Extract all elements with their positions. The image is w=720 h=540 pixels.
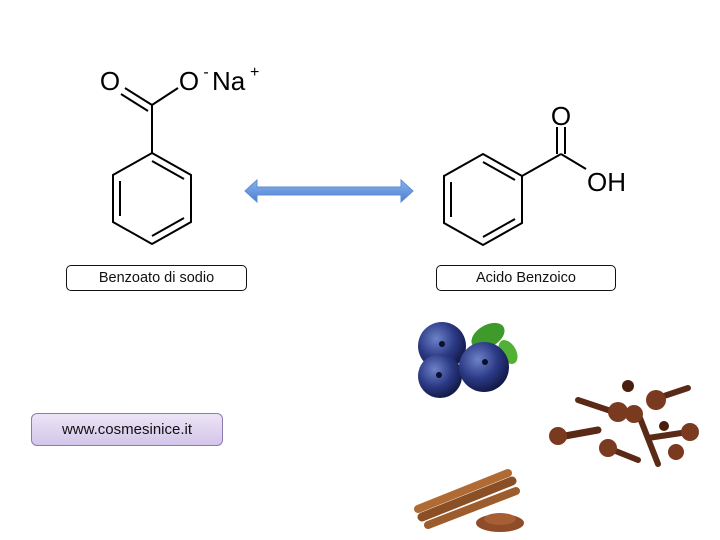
hydroxyl-label: OH [587,167,626,197]
sodium-benzoate-bonds [112,87,192,246]
cinnamon-stick-icon [414,469,512,513]
clove-icon [575,397,617,415]
benzoic-acid-caption-text: Acido Benzoico [476,270,576,286]
website-link-button[interactable]: www.cosmesinice.it [31,413,223,446]
ring-double-bond [151,160,185,180]
website-link-text[interactable]: www.cosmesinice.it [61,421,193,438]
sodium-benzoate-caption: Benzoato di sodio [66,265,247,291]
oxygen-label: O [551,101,571,131]
carbon-hydroxyl-bond [560,153,587,170]
oxygen-label: O [100,66,120,96]
equilibrium-arrow [244,178,414,204]
cloves-photo [548,378,706,468]
blueberries-photo [412,312,522,404]
benzoic-acid-structure: O OH [443,101,626,247]
anion-oxygen-label: O [179,66,199,96]
sodium-charge: + [250,64,259,81]
cinnamon-stick-icon [424,487,520,529]
ring-double-bond [482,218,516,238]
blueberry-icon [459,342,509,392]
ring-double-bond [482,161,516,181]
anion-charge: - [203,64,208,81]
benzene-ring [443,152,523,247]
sodium-label: Na [212,66,246,96]
benzoic-acid-bonds [443,127,587,247]
carbonyl-double-bond [124,87,153,106]
benzoic-acid-caption: Acido Benzoico [436,265,616,291]
cinnamon-stick-icon [417,476,517,522]
clove-icon [637,415,661,467]
double-headed-arrow-icon [244,178,414,204]
sodium-benzoate-structure: O O - Na + [100,64,259,246]
ring-double-bond [151,217,185,237]
carbonyl-double-bond [120,93,149,112]
carbon-oxygen-bond [151,87,179,106]
sodium-benzoate-caption-text: Benzoato di sodio [98,270,215,286]
benzene-ring [112,151,192,246]
ring-carboxyl-bond [521,153,562,177]
cinnamon-photo [412,455,526,535]
